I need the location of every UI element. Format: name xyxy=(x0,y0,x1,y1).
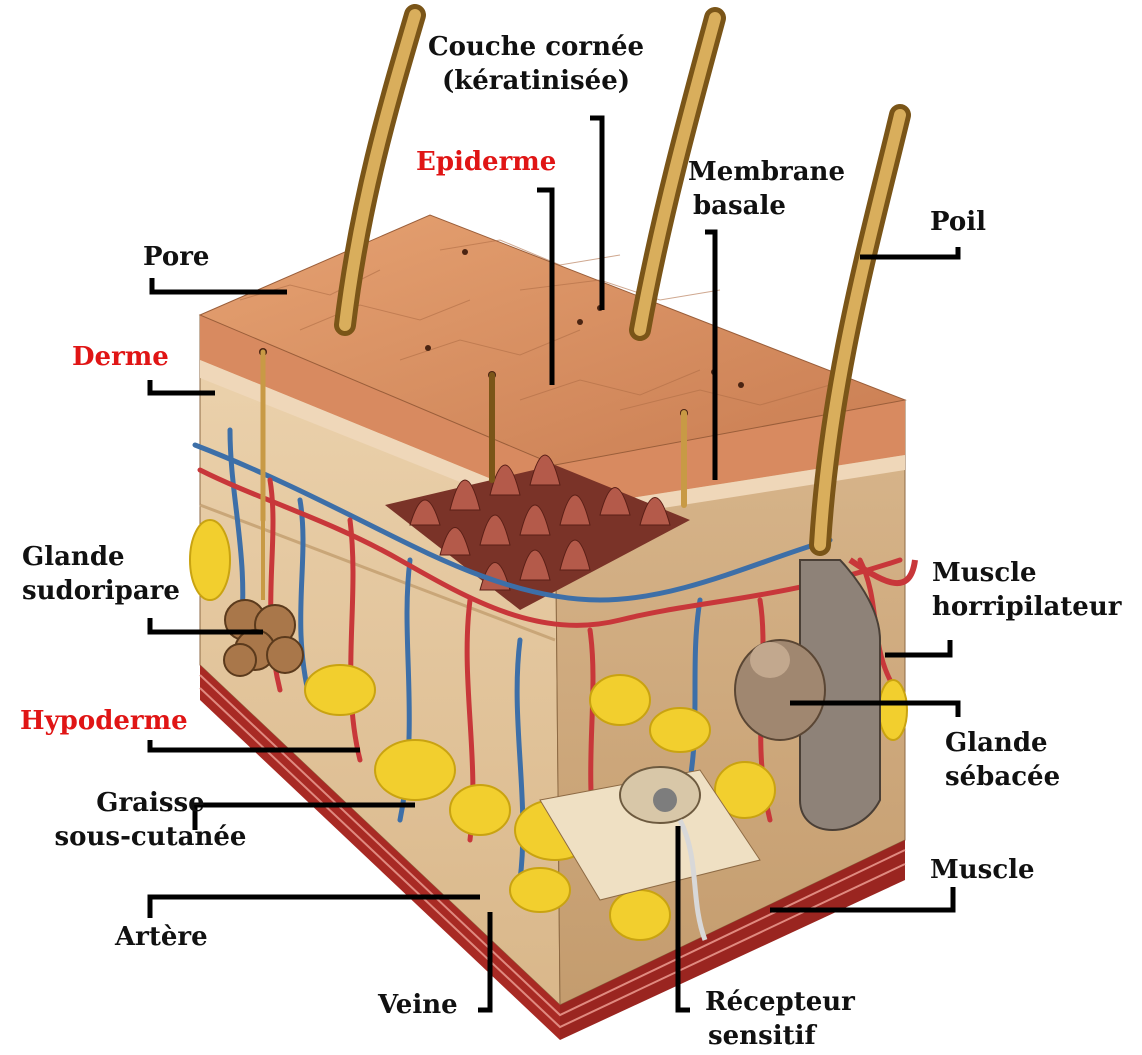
label-muscle: Muscle xyxy=(930,853,1035,887)
label-derme: Derme xyxy=(72,340,169,374)
label-couche-cornee: Couche cornée (kératinisée) xyxy=(416,30,656,98)
label-poil: Poil xyxy=(930,205,986,239)
label-hypoderme: Hypoderme xyxy=(20,704,188,738)
label-artere: Artère xyxy=(115,920,208,954)
label-recepteur-sensitif: Récepteur sensitif xyxy=(705,985,855,1053)
label-glande-sudoripare: Glande sudoripare xyxy=(22,540,180,608)
label-muscle-horripilateur: Muscle horripilateur xyxy=(932,556,1121,624)
label-veine: Veine xyxy=(378,988,458,1022)
leader-line-pore xyxy=(152,278,287,292)
label-graisse-sous-cutanee: Graisse sous-cutanée xyxy=(38,786,263,854)
label-glande-sebacee: Glande sébacée xyxy=(945,726,1060,794)
label-epiderme: Epiderme xyxy=(416,145,556,179)
label-membrane-basale: Membrane basale xyxy=(688,155,845,223)
label-pore: Pore xyxy=(143,240,209,274)
